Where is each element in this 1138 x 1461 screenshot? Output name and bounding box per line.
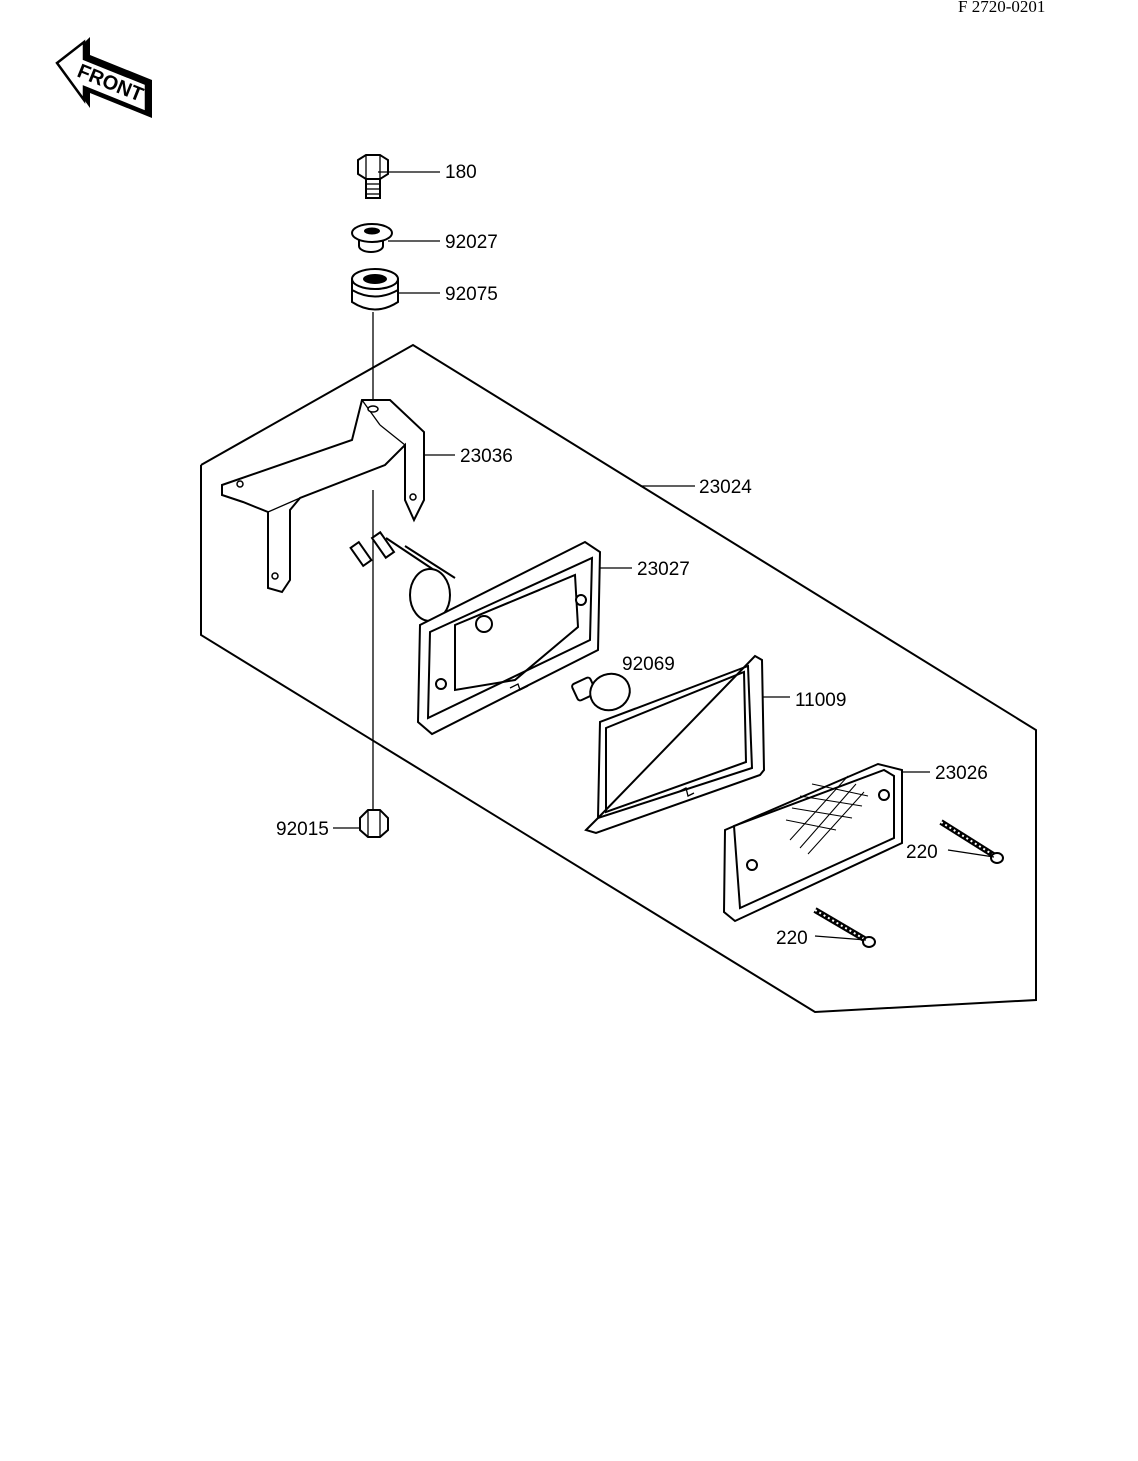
collar-92027	[351, 223, 393, 253]
callout-220-lower: 220	[776, 928, 808, 949]
bracket-23036	[221, 399, 425, 594]
callout-92075: 92075	[445, 284, 498, 305]
callout-23026: 23026	[935, 763, 988, 784]
callout-180: 180	[445, 162, 477, 183]
grommet-92075	[351, 268, 399, 311]
front-arrow-icon: FRONT	[55, 37, 152, 118]
lamp-housing-23027	[349, 530, 602, 736]
callout-23027: 23027	[637, 559, 690, 580]
gasket-11009	[584, 654, 766, 835]
callout-92015: 92015	[276, 819, 329, 840]
lens-23026	[722, 762, 903, 923]
callout-23036: 23036	[460, 446, 513, 467]
callout-220-upper: 220	[906, 842, 938, 863]
callout-92027: 92027	[445, 232, 498, 253]
assembly-outline	[200, 343, 1037, 1014]
nut-92015	[359, 809, 389, 838]
screw-220-lower	[813, 907, 876, 948]
screw-220-upper	[939, 819, 1004, 864]
callout-11009: 11009	[795, 690, 846, 711]
leader-lines	[333, 171, 995, 941]
callout-92069: 92069	[622, 654, 675, 675]
callout-23024: 23024	[699, 477, 752, 498]
page-code: F 2720-0201	[958, 0, 1045, 16]
bulb-92069	[571, 672, 631, 712]
bolt-180	[357, 154, 389, 199]
